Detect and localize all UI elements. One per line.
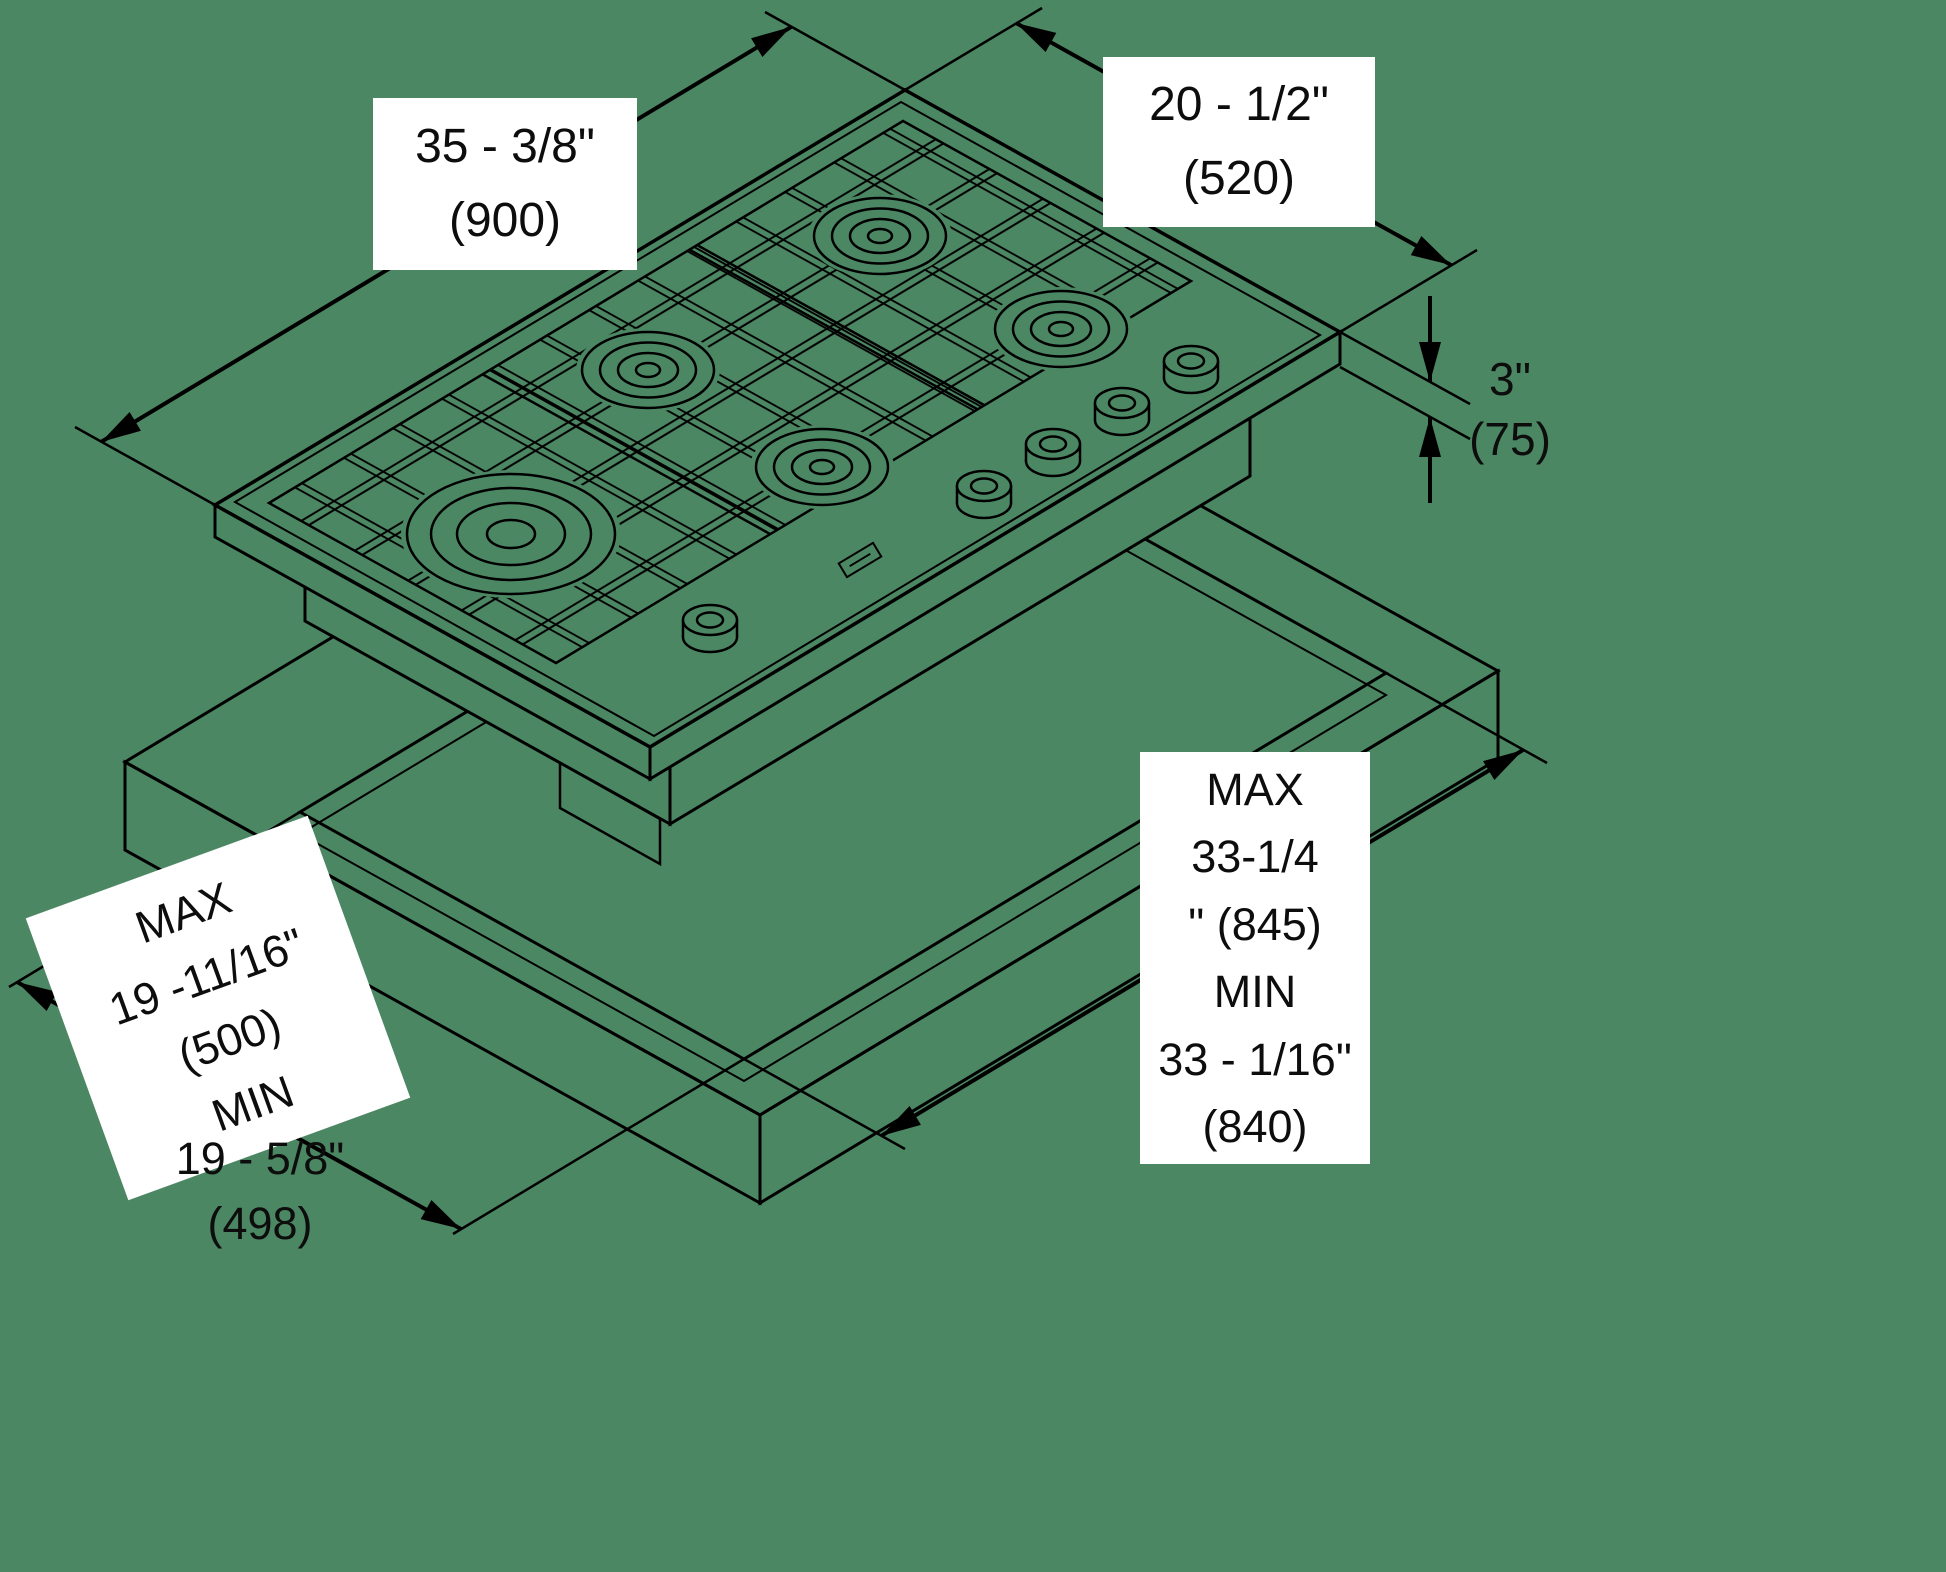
knob-2 (955, 469, 1013, 520)
dimension-cooktop-height (1339, 296, 1471, 503)
label-cutout-depth-min: 19 - 5/8" (498) (105, 1126, 415, 1257)
burner-right (989, 287, 1133, 371)
grate-module-dividers (481, 243, 985, 536)
cooktop-width-mm: (900) (448, 194, 562, 247)
cooktop-height-inches: 3" (1489, 353, 1531, 405)
cutout-width-max-inches-cont: " (845) (1188, 898, 1322, 950)
burner-front-center (750, 425, 894, 509)
burner-wok-front-left (401, 470, 621, 598)
label-cutout-width: MAX 33-1/4 " (845) MIN 33 - 1/16" (840) (1140, 752, 1370, 1164)
cooktop-height-mm: (75) (1469, 412, 1551, 465)
extension-lines (743, 671, 1548, 1151)
label-cooktop-depth: 20 - 1/2" (520) (1103, 57, 1375, 227)
label-cooktop-width: 35 - 3/8" (900) (373, 98, 637, 270)
extension-lines (1339, 330, 1471, 441)
cutout-width-min-inches: 33 - 1/16" (1158, 1033, 1352, 1085)
knob-4 (1093, 386, 1151, 437)
cooktop-depth-mm: (520) (1182, 152, 1296, 205)
knob-3 (1024, 427, 1082, 478)
burner-left-center (576, 328, 720, 412)
cutout-depth-min-mm: (498) (207, 1198, 313, 1250)
cutout-width-max-inches: 33-1/4 (1191, 831, 1319, 882)
label-cooktop-height: 3" (75) (1448, 350, 1572, 470)
knob-5 (1162, 344, 1220, 395)
cooktop-width-inches: 35 - 3/8" (415, 119, 595, 173)
burner-rear-center (808, 194, 952, 278)
cutout-depth-min-inches: 19 - 5/8" (175, 1133, 345, 1184)
slab-side-right (758, 668, 1500, 1206)
extension-lines (74, 10, 906, 507)
cutout-width-max-label: MAX (1206, 763, 1304, 815)
cutout-width-min-label: MIN (1213, 966, 1297, 1017)
cooktop-depth-inches: 20 - 1/2" (1149, 77, 1329, 131)
cutout-width-min-mm: (840) (1202, 1101, 1308, 1152)
extension-lines (904, 6, 1478, 334)
brand-logo (837, 541, 883, 579)
cooktop-foot (558, 760, 662, 867)
knob-1 (681, 603, 739, 654)
